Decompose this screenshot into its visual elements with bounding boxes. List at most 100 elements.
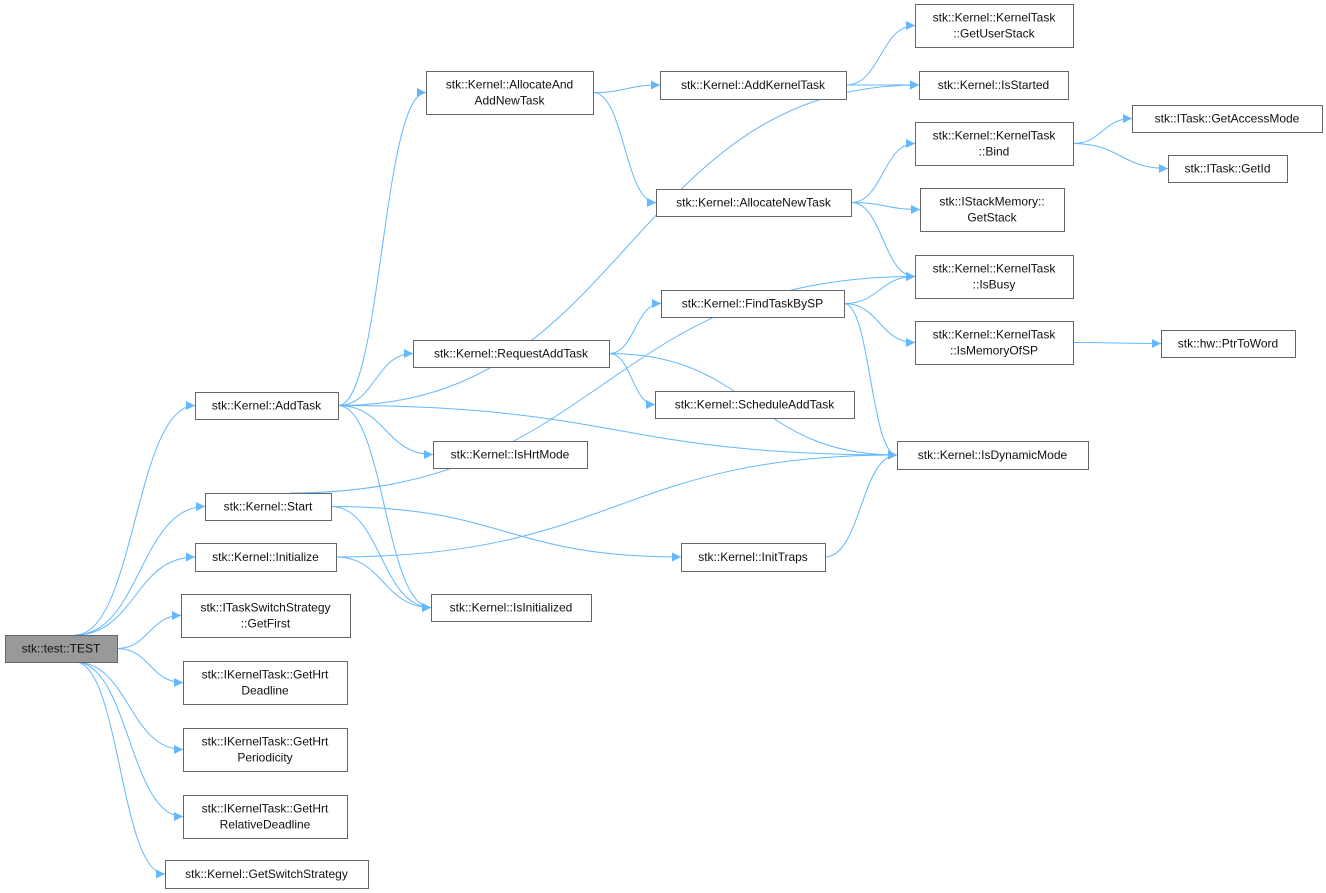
edge-TEST-to-AddTask	[74, 401, 196, 636]
edge-FindTaskBySP-to-IsBusy	[843, 272, 916, 304]
node-label: stk::IKernelTask::GetHrt	[202, 735, 329, 749]
edge-AllocateNewTask-to-Bind	[850, 139, 916, 203]
node-label: RelativeDeadline	[220, 818, 311, 832]
edge-InitTraps-to-IsDynamicMode	[824, 450, 898, 558]
node-box	[413, 340, 610, 368]
node-label: Deadline	[241, 684, 289, 698]
node-GetAccessMode[interactable]: stk::ITask::GetAccessMode	[1132, 105, 1323, 133]
node-box	[183, 661, 348, 705]
node-label: stk::Kernel::FindTaskBySP	[682, 297, 823, 311]
edge-FindTaskBySP-to-IsMemoryOfSP	[843, 303, 916, 347]
node-label: ::IsMemoryOfSP	[950, 344, 1038, 358]
node-box	[5, 635, 118, 663]
node-label: ::IsBusy	[973, 278, 1016, 292]
node-IsInitialized[interactable]: stk::Kernel::IsInitialized	[431, 594, 592, 622]
node-box	[920, 188, 1065, 232]
node-box	[433, 441, 588, 469]
node-AddKernelTask[interactable]: stk::Kernel::AddKernelTask	[660, 71, 847, 100]
node-box	[205, 493, 332, 521]
node-label: stk::Kernel::ScheduleAddTask	[675, 398, 835, 412]
node-box	[655, 391, 855, 419]
node-box	[681, 543, 826, 572]
node-box	[1161, 330, 1296, 358]
edge-Bind-to-GetAccessMode	[1072, 114, 1133, 144]
node-GetStack[interactable]: stk::IStackMemory::GetStack	[920, 188, 1065, 232]
edge-TEST-to-GetFirst	[116, 611, 182, 649]
edge-AddTask-to-IsHrtMode	[337, 405, 434, 459]
node-AllocateNewTask[interactable]: stk::Kernel::AllocateNewTask	[656, 189, 852, 217]
node-GetFirst[interactable]: stk::ITaskSwitchStrategy::GetFirst	[181, 594, 351, 638]
edge-AddTask-to-IsInitialized	[337, 405, 432, 612]
node-IsStarted[interactable]: stk::Kernel::IsStarted	[919, 71, 1069, 100]
node-box	[181, 594, 351, 638]
node-box	[919, 71, 1069, 100]
node-box	[656, 189, 852, 217]
node-label: stk::hw::PtrToWord	[1178, 337, 1278, 351]
edge-AllocateNewTask-to-GetStack	[850, 202, 921, 214]
edge-AllocateNewTask-to-IsBusy	[850, 202, 916, 281]
node-label: stk::Kernel::AddTask	[212, 399, 322, 413]
edge-RequestAddTask-to-FindTaskBySP	[608, 299, 662, 354]
edge-AddTask-to-IsDynamicMode	[337, 405, 898, 460]
edge-AddTask-to-RequestAddTask	[337, 349, 414, 406]
node-label: stk::Kernel::IsInitialized	[450, 601, 573, 615]
node-label: stk::Kernel::IsStarted	[938, 78, 1049, 92]
node-RequestAddTask[interactable]: stk::Kernel::RequestAddTask	[413, 340, 610, 368]
node-label: AddNewTask	[474, 94, 545, 108]
node-Bind[interactable]: stk::Kernel::KernelTask::Bind	[915, 122, 1074, 166]
node-GetId[interactable]: stk::ITask::GetId	[1168, 155, 1288, 183]
node-ScheduleAddTask[interactable]: stk::Kernel::ScheduleAddTask	[655, 391, 855, 419]
node-label: stk::Kernel::KernelTask	[933, 11, 1057, 25]
node-box	[195, 392, 339, 420]
node-box	[431, 594, 592, 622]
node-label: stk::Kernel::IsDynamicMode	[918, 448, 1068, 462]
edge-Start-to-IsInitialized	[330, 506, 432, 612]
node-label: GetStack	[967, 211, 1017, 225]
node-IsMemoryOfSP[interactable]: stk::Kernel::KernelTask::IsMemoryOfSP	[915, 321, 1074, 365]
node-FindTaskBySP[interactable]: stk::Kernel::FindTaskBySP	[661, 290, 845, 318]
node-label: stk::ITask::GetId	[1184, 162, 1270, 176]
node-label: ::Bind	[979, 145, 1010, 159]
node-IsHrtMode[interactable]: stk::Kernel::IsHrtMode	[433, 441, 588, 469]
edge-TEST-to-GetHrtPeriodicity	[74, 661, 184, 754]
node-InitTraps[interactable]: stk::Kernel::InitTraps	[681, 543, 826, 572]
edge-Start-to-IsBusy	[289, 272, 916, 494]
edge-TEST-to-Start	[74, 502, 206, 636]
node-IsBusy[interactable]: stk::Kernel::KernelTask::IsBusy	[915, 255, 1074, 299]
node-label: stk::IKernelTask::GetHrt	[202, 802, 329, 816]
node-label: stk::ITask::GetAccessMode	[1155, 112, 1300, 126]
nodes-layer: stk::test::TESTstk::Kernel::AddTaskstk::…	[5, 4, 1323, 889]
edge-IsMemoryOfSP-to-PtrToWord	[1072, 338, 1162, 348]
node-label: stk::Kernel::KernelTask	[933, 129, 1057, 143]
node-PtrToWord[interactable]: stk::hw::PtrToWord	[1161, 330, 1296, 358]
node-label: ::GetUserStack	[953, 27, 1035, 41]
node-Start[interactable]: stk::Kernel::Start	[205, 493, 332, 521]
node-box	[915, 122, 1074, 166]
node-box	[183, 728, 348, 772]
node-box	[915, 255, 1074, 299]
node-label: stk::Kernel::AllocateAnd	[446, 78, 573, 92]
node-Initialize[interactable]: stk::Kernel::Initialize	[195, 543, 337, 572]
node-GetUserStack[interactable]: stk::Kernel::KernelTask::GetUserStack	[915, 4, 1074, 48]
node-IsDynamicMode[interactable]: stk::Kernel::IsDynamicMode	[897, 441, 1089, 470]
node-box	[1132, 105, 1323, 133]
node-label: stk::Kernel::KernelTask	[933, 262, 1057, 276]
node-box	[660, 71, 847, 100]
edge-AddKernelTask-to-GetUserStack	[845, 21, 916, 86]
edge-AllocateAndAddNewTask-to-AddKernelTask	[592, 80, 661, 93]
node-box	[426, 71, 594, 115]
edge-AllocateAndAddNewTask-to-AllocateNewTask	[592, 92, 657, 207]
node-AddTask[interactable]: stk::Kernel::AddTask	[195, 392, 339, 420]
node-box	[195, 543, 337, 572]
node-GetSwitchStrategy[interactable]: stk::Kernel::GetSwitchStrategy	[165, 860, 369, 889]
node-label: stk::IStackMemory::	[939, 195, 1044, 209]
node-label: stk::Kernel::KernelTask	[933, 328, 1057, 342]
node-TEST[interactable]: stk::test::TEST	[5, 635, 118, 663]
node-box	[897, 441, 1089, 470]
node-label: stk::Kernel::AddKernelTask	[681, 78, 826, 92]
